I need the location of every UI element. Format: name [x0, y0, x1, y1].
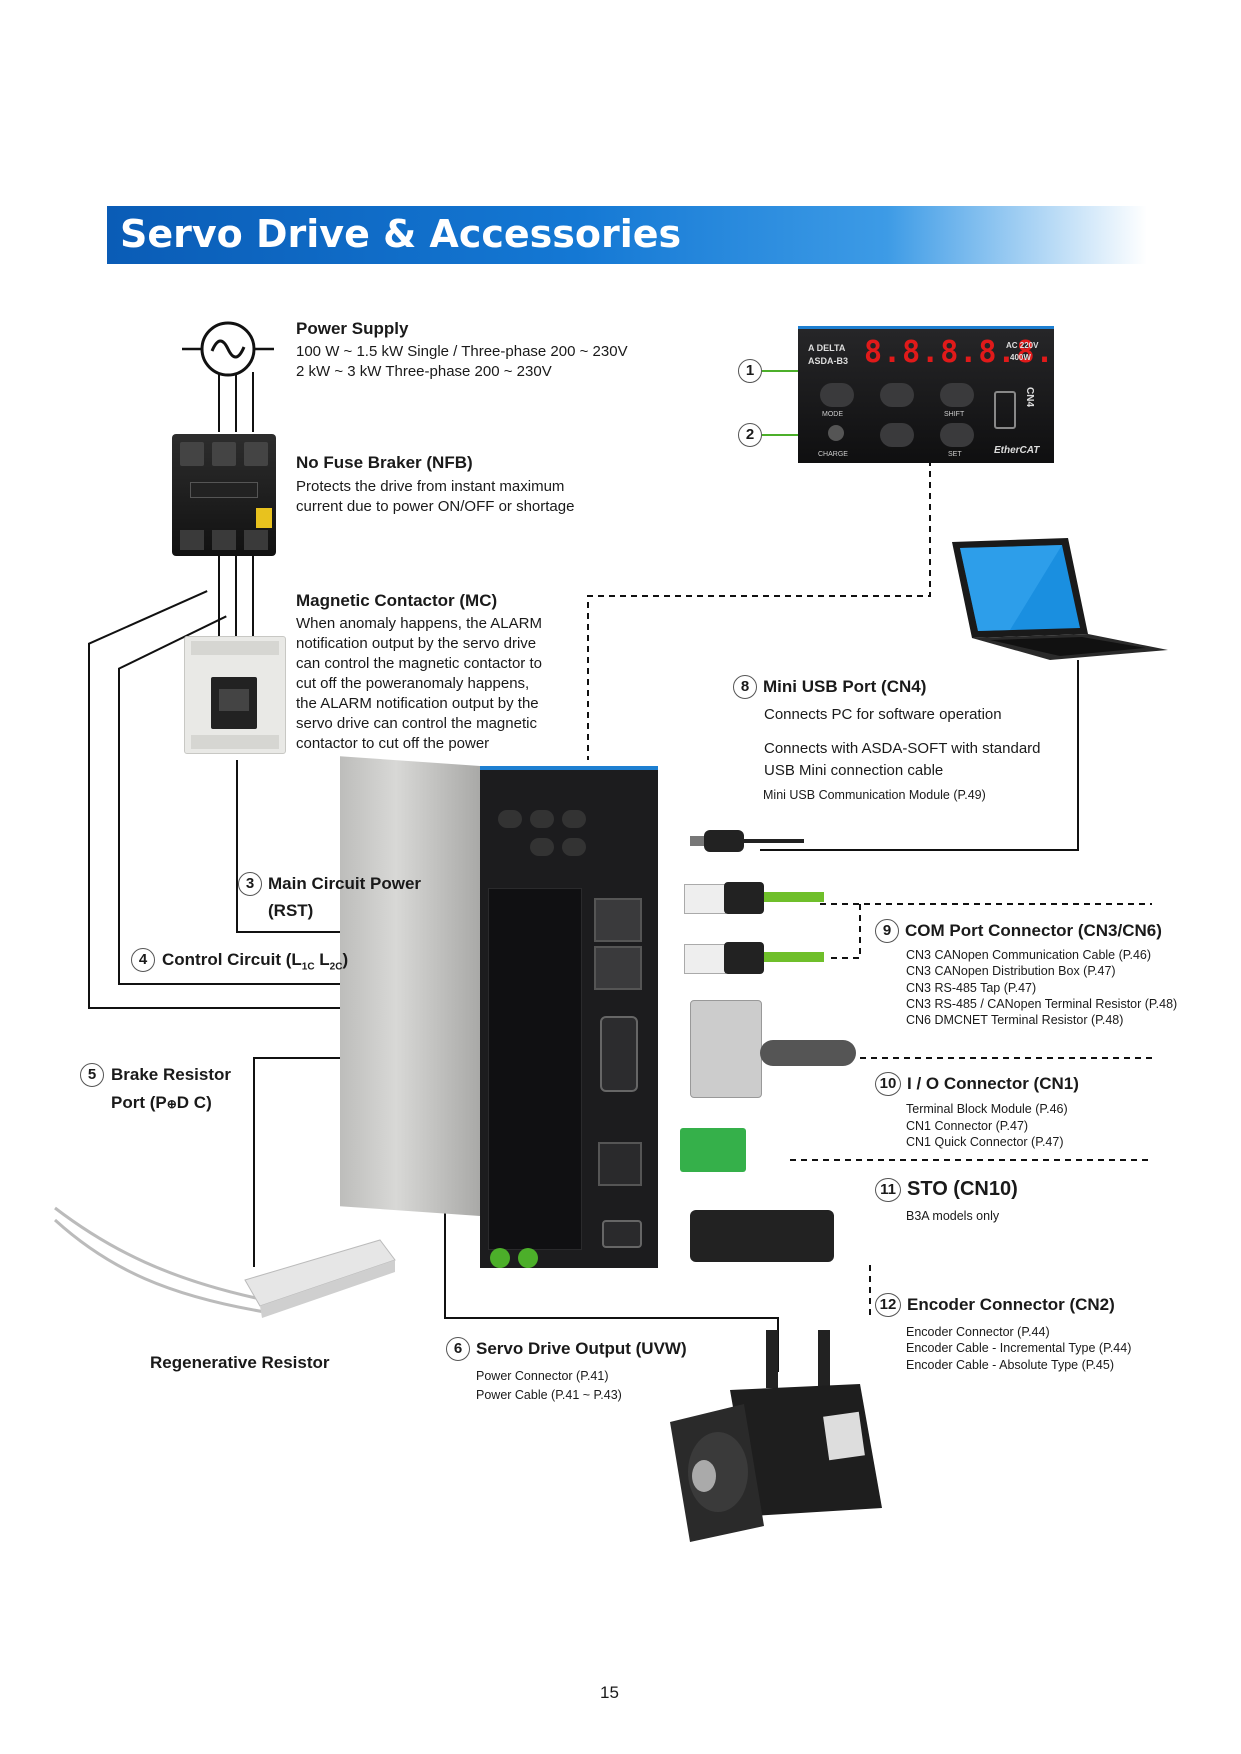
callout-3-line-1: Main Circuit Power: [268, 874, 422, 893]
callout-10-item-3: CN1 Quick Connector (P.47): [906, 1135, 1064, 1149]
callout-9-item-1: CN3 CANopen Communication Cable (P.46): [906, 948, 1152, 962]
mc-line-1: When anomaly happens, the ALARM: [296, 615, 542, 632]
mc-line-2: notification output by the servo drive: [296, 635, 537, 652]
drive-green-terminal-2: [518, 1248, 538, 1268]
regenerative-resistor-label: Regenerative Resistor: [150, 1353, 330, 1372]
power-supply-title: Power Supply: [296, 319, 409, 338]
callout-9-item-3: CN3 RS-485 Tap (P.47): [906, 981, 1037, 995]
mini-usb-cable-image: [690, 830, 804, 852]
callout-8-small: Mini USB Communication Module (P.49): [763, 788, 986, 802]
callout-5-line-1: Brake Resistor: [111, 1065, 232, 1084]
callout-8-line-1: Connects PC for software operation: [764, 706, 1002, 723]
callout-10-badge: 10: [875, 1072, 901, 1096]
callout-1-badge: 1: [738, 359, 762, 383]
io-cable-image: [760, 1040, 856, 1066]
callout-10-item-1: Terminal Block Module (P.46): [906, 1102, 1068, 1116]
callout-8-badge: 8: [733, 675, 757, 699]
mc-line-5: the ALARM notification output by the: [296, 695, 539, 712]
panel-btn-shift: SHIFT: [944, 411, 965, 418]
callout-2-badge: 2: [738, 423, 762, 447]
callout-9-item-4: CN3 RS-485 / CANopen Terminal Resistor (…: [906, 997, 1178, 1011]
callout-10-item-2: CN1 Connector (P.47): [906, 1119, 1029, 1133]
callout-6-badge: 6: [446, 1337, 470, 1361]
callout-11-item-1: B3A models only: [906, 1209, 1000, 1223]
callout-5-badge: 5: [80, 1063, 104, 1087]
power-supply-line-1: 100 W ~ 1.5 kW Single / Three-phase 200 …: [296, 343, 628, 360]
callout-3-line-2: (RST): [268, 901, 314, 920]
servo-drive-image: [480, 766, 658, 1268]
callout-1-leader: [762, 370, 798, 372]
panel-brand: A DELTA: [808, 343, 846, 353]
nfb-line-1: Protects the drive from instant maximum: [296, 478, 565, 495]
page-title: Servo Drive & Accessories: [120, 212, 682, 256]
panel-bus-label: EtherCAT: [994, 445, 1040, 456]
mc-line-6: servo drive can control the magnetic: [296, 715, 537, 732]
callout-9-item-5: CN6 DMCNET Terminal Resistor (P.48): [906, 1013, 1124, 1027]
callout-4-badge: 4: [131, 948, 155, 972]
callout-11-title: STO (CN10): [907, 1178, 1018, 1200]
io-connector-image: [690, 1000, 762, 1098]
drive-front-panel-image: A DELTA ASDA-B3 8.8.8.8.8. AC 220V 400W …: [798, 326, 1054, 463]
callout-11-badge: 11: [875, 1178, 901, 1202]
rj45-cable-image-1: [684, 880, 834, 916]
drive-green-terminal-1: [490, 1248, 510, 1268]
panel-btn-charge: CHARGE: [818, 451, 848, 458]
sto-connector-image: [680, 1128, 746, 1172]
power-supply-line-2: 2 kW ~ 3 kW Three-phase 200 ~ 230V: [296, 363, 552, 380]
callout-8-line-2: Connects with ASDA-SOFT with standard: [764, 740, 1041, 757]
callout-9-title: COM Port Connector (CN3/CN6): [905, 921, 1162, 940]
callout-5-line-2: Port (P⊕D C): [111, 1093, 212, 1112]
panel-btn-mode: MODE: [822, 411, 843, 418]
rj45-cable-image-2: [684, 940, 834, 976]
ac-source-icon: [182, 321, 274, 377]
servo-motor-image: [670, 1330, 882, 1542]
mc-title: Magnetic Contactor (MC): [296, 591, 498, 610]
callout-6-item-2: Power Cable (P.41 ~ P.43): [476, 1388, 622, 1402]
magnetic-contactor-image: [184, 636, 286, 754]
panel-btn-set: SET: [948, 451, 962, 458]
callout-12-item-2: Encoder Cable - Incremental Type (P.44): [906, 1341, 1132, 1355]
regenerative-resistor-image: [53, 1206, 396, 1318]
panel-port-label: CN4: [1024, 387, 1035, 408]
led-display: 8.8.8.8.8.: [864, 335, 1055, 370]
callout-6-item-1: Power Connector (P.41): [476, 1369, 609, 1383]
callout-12-item-1: Encoder Connector (P.44): [906, 1325, 1050, 1339]
callout-12-title: Encoder Connector (CN2): [907, 1295, 1115, 1314]
callout-8-title: Mini USB Port (CN4): [763, 677, 927, 696]
callout-3-badge: 3: [238, 872, 262, 896]
mc-line-4: cut off the poweranomaly happens,: [296, 675, 530, 692]
mc-line-3: can control the magnetic contactor to: [296, 655, 542, 672]
mc-line-7: contactor to cut off the power: [296, 735, 490, 752]
callout-8-line-3: USB Mini connection cable: [764, 762, 944, 779]
circuit-breaker-image: [172, 434, 276, 556]
callout-2-leader: [762, 434, 798, 436]
callout-10-title: I / O Connector (CN1): [907, 1074, 1079, 1093]
nfb-line-2: current due to power ON/OFF or shortage: [296, 498, 575, 515]
nfb-title: No Fuse Braker (NFB): [296, 453, 473, 472]
callout-9-item-2: CN3 CANopen Distribution Box (P.47): [906, 964, 1116, 978]
drive-heatsink-image: [340, 756, 480, 1216]
callout-9-badge: 9: [875, 919, 899, 943]
panel-rating-1: AC 220V: [1006, 341, 1039, 350]
panel-rating-2: 400W: [1010, 353, 1031, 362]
callout-6-title: Servo Drive Output (UVW): [476, 1339, 687, 1358]
laptop-icon: [952, 538, 1168, 660]
panel-model: ASDA-B3: [808, 356, 849, 366]
callout-12-item-3: Encoder Cable - Absolute Type (P.45): [906, 1358, 1115, 1372]
callout-12-badge: 12: [875, 1293, 901, 1317]
title-banner: [107, 206, 1147, 264]
callout-4-label: Control Circuit (L1C L2C): [162, 950, 349, 973]
encoder-connector-image: [690, 1210, 834, 1262]
page-number: 15: [600, 1683, 619, 1702]
